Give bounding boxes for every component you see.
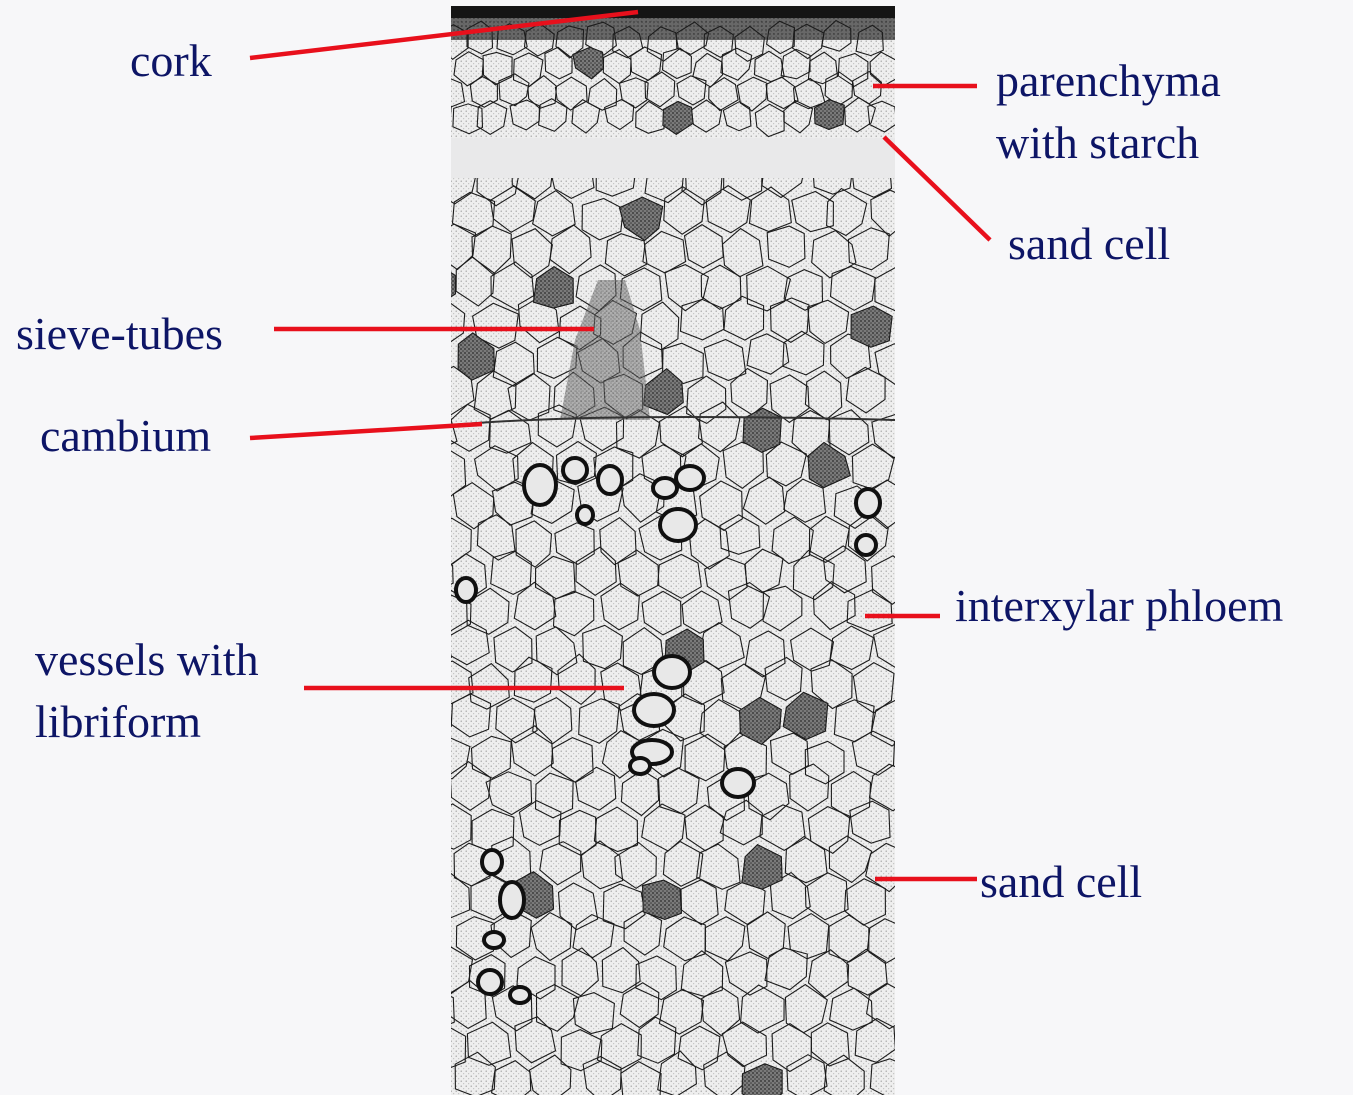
label-sand-cell-lower: sand cell [980,851,1142,913]
label-vessels-line1: vessels with [35,629,259,691]
leader-line-cambium [250,424,482,438]
label-interxylar-phloem: interxylar phloem [955,575,1283,637]
label-sieve-tubes-text: sieve-tubes [16,303,223,365]
label-sand-cell-upper-text: sand cell [1008,213,1170,275]
label-parenchyma-line1: parenchyma [996,50,1221,112]
label-parenchyma-line2: with starch [996,112,1221,174]
label-interxylar-phloem-text: interxylar phloem [955,575,1283,637]
leader-line-cork [250,12,638,58]
label-parenchyma: parenchyma with starch [996,50,1221,174]
label-sand-cell-lower-text: sand cell [980,851,1142,913]
label-cork: cork [130,30,212,92]
label-cambium-text: cambium [40,405,211,467]
label-sand-cell-upper: sand cell [1008,213,1170,275]
label-cambium: cambium [40,405,211,467]
label-sieve-tubes: sieve-tubes [16,303,223,365]
label-cork-text: cork [130,30,212,92]
label-vessels-line2: libriform [35,691,259,753]
leader-line-sand-cell-upper [884,137,990,240]
label-vessels: vessels with libriform [35,629,259,753]
